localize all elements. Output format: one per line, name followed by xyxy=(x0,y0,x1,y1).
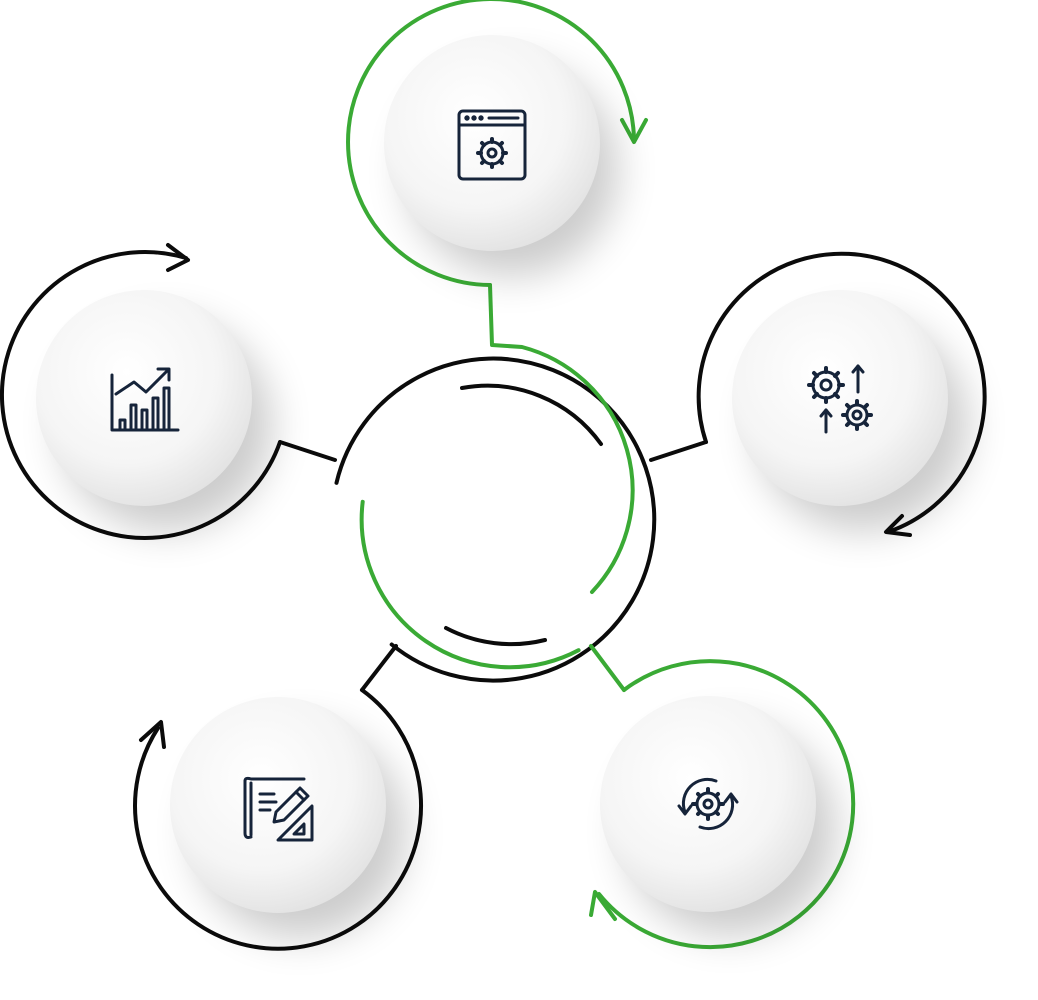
browser-gear-icon xyxy=(457,109,527,181)
blueprint-pencil-ruler-icon xyxy=(243,776,314,842)
hub-inner-arc-top xyxy=(460,383,603,446)
arrow-head-bottom-right xyxy=(589,890,617,921)
arrow-head-left xyxy=(166,243,190,272)
node-web-settings xyxy=(346,0,648,594)
connector-top xyxy=(488,283,635,594)
hub-outer-ring xyxy=(334,356,657,683)
loop-bottom-right xyxy=(597,659,856,950)
node-button-left xyxy=(36,290,252,506)
loop-top xyxy=(346,0,636,287)
connector-bottom-right xyxy=(589,644,626,692)
bar-chart-trend-icon xyxy=(110,367,180,432)
node-update-cycle xyxy=(589,644,856,950)
node-growth-analytics xyxy=(0,243,337,540)
loop-left xyxy=(0,249,282,540)
node-button-bottom-right xyxy=(600,696,816,912)
arrow-head-top xyxy=(620,118,648,144)
arrow-head-bottom-left xyxy=(139,720,166,749)
node-gear-optimization xyxy=(649,251,987,537)
hub-inner-arc-bottom xyxy=(444,626,547,647)
center-hub xyxy=(334,356,657,683)
node-button-right xyxy=(732,290,948,506)
connector-left xyxy=(278,440,337,462)
loop-right xyxy=(696,251,987,534)
gears-up-arrows-icon xyxy=(807,364,873,434)
node-button-bottom-left xyxy=(170,697,386,913)
gear-refresh-icon xyxy=(677,777,739,831)
hub-accent-ring xyxy=(359,499,581,670)
connector-right xyxy=(649,440,708,462)
loop-bottom-left xyxy=(133,688,423,951)
node-blueprint-design xyxy=(133,644,423,951)
connector-bottom-left xyxy=(360,644,398,692)
